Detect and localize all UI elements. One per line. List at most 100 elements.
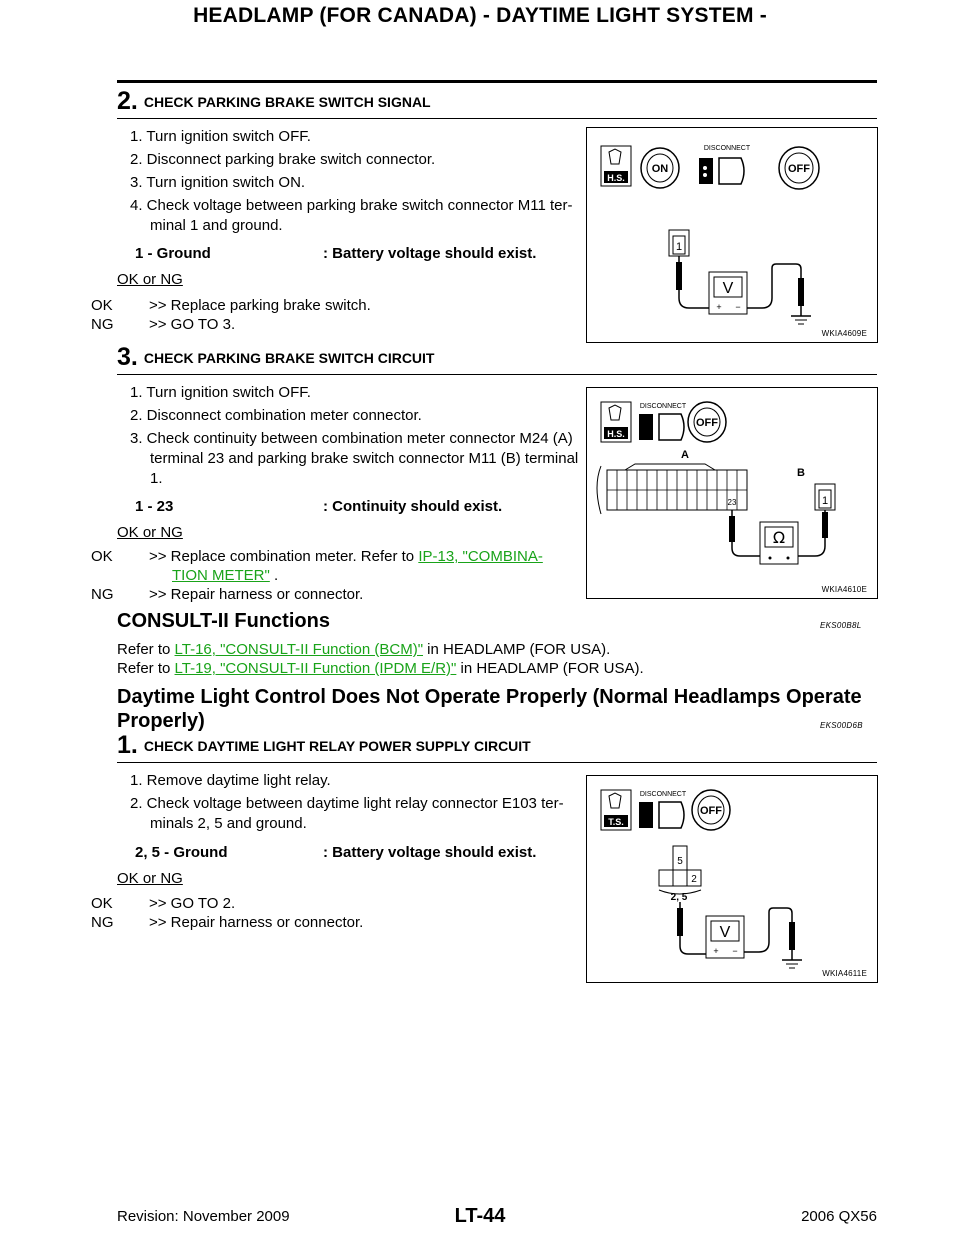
hs-badge-bar (604, 171, 628, 183)
step-2-item-4-line-1: 4. Check voltage between parking brake s… (130, 197, 573, 214)
hs-badge-text: H.S. (607, 173, 625, 183)
connector-b-label: B (797, 467, 805, 479)
step-3-title: CHECK PARKING BRAKE SWITCH CIRCUIT (143, 350, 435, 366)
daytime-ref-code: EKS00D6B (820, 721, 863, 730)
page-title: HEADLAMP (FOR CANADA) - DAYTIME LIGHT SY… (193, 4, 767, 27)
step-1-ng-result: NG>> Repair harness or connector. (91, 913, 363, 933)
footer-model: 2006 QX56 (801, 1208, 877, 1225)
connector-half-left-icon (639, 414, 653, 440)
svg-text:−: − (735, 302, 740, 312)
svg-text:−: − (732, 946, 737, 956)
figure-caption: WKIA4611E (822, 969, 867, 978)
ok-code: OK (91, 548, 113, 565)
consult-ref-line-2: Refer to LT-19, "CONSULT-II Function (IP… (117, 659, 644, 679)
ignition-off-label: OFF (696, 417, 718, 429)
consult-ref-line-1-pre: Refer to (117, 641, 175, 658)
step-3-number: 3. (117, 343, 138, 371)
voltmeter-label: V (723, 280, 734, 297)
step-2-spec-label: 1 - Ground (135, 245, 211, 262)
voltmeter-label: V (720, 924, 731, 941)
ok-text: >> Replace parking brake switch. (149, 297, 371, 314)
ng-text: >> GO TO 3. (149, 316, 236, 333)
daytime-heading-line-1: Daytime Light Control Does Not Operate P… (117, 686, 862, 708)
step-2-item-3: 3. Turn ignition switch ON. (130, 174, 306, 191)
daytime-heading-line-2: Properly) (117, 710, 205, 732)
svg-text:+: + (716, 302, 721, 312)
connector-a-label: A (681, 449, 689, 461)
terminal-2-5-label: 2, 5 (671, 892, 688, 903)
step-3-ng-result: NG>> Repair harness or connector. (91, 585, 363, 605)
probe-right-icon (798, 278, 804, 306)
step-3-item-3-line-2: terminal 23 and parking brake switch con… (150, 450, 579, 467)
ok-code: OK (91, 895, 113, 912)
figure-wkia4610e: H.S. DISCONNECT OFF A 23 B 1 (586, 387, 878, 599)
step-1-ok-or-ng: OK or NG (117, 870, 183, 887)
connector-half-left-icon (699, 158, 713, 184)
figure-wkia4611e-drawing: T.S. DISCONNECT OFF 5 2 2, 5 V + − (600, 789, 802, 969)
ok-code: OK (91, 297, 113, 314)
step-2-item-4-line-2: minal 1 and ground. (150, 217, 283, 234)
step-1-spec-value: : Battery voltage should exist. (323, 844, 537, 861)
step-3-item-3-line-1: 3. Check continuity between combination … (130, 430, 573, 447)
step-3-ok-result: OK >> Replace combination meter. Refer to… (91, 547, 543, 567)
consult-ref-line-2-post: in HEADLAMP (FOR USA). (456, 660, 644, 677)
link-ip-13-combination-meter-cont[interactable]: TION METER" (172, 567, 270, 584)
step-3-heading: 3. CHECK PARKING BRAKE SWITCH CIRCUIT (117, 343, 434, 372)
consult-ref-code: EKS00B8L (820, 621, 862, 630)
ignition-on-label: ON (652, 163, 669, 175)
figure-caption: WKIA4609E (821, 329, 867, 338)
link-ip-13-combination-meter[interactable]: IP-13, "COMBINA- (418, 548, 543, 565)
connector-half-left-icon (639, 802, 653, 828)
step-1-ok-result: OK >> GO TO 2. (91, 894, 235, 914)
step-1-spec-label: 2, 5 - Ground (135, 844, 228, 861)
probe-left-icon (676, 262, 682, 290)
link-lt-16-consult-bcm[interactable]: LT-16, "CONSULT-II Function (BCM)" (174, 641, 424, 658)
figure-wkia4611e: T.S. DISCONNECT OFF 5 2 2, 5 V + − WKIA4… (586, 775, 878, 983)
connector-half-right-icon (718, 157, 745, 185)
footer-page-number: LT-44 (454, 1205, 506, 1227)
terminal-1-label: 1 (676, 241, 682, 253)
ng-code: NG (91, 914, 114, 931)
step-1-item-2-line-1: 2. Check voltage between daytime light r… (130, 795, 564, 812)
relay-connector-body (658, 869, 702, 887)
step-2-ng-result: NG >> GO TO 3. (91, 315, 235, 335)
connector-half-right-icon (658, 413, 685, 441)
ignition-off-label: OFF (788, 163, 810, 175)
step-1-heading: 1. CHECK DAYTIME LIGHT RELAY POWER SUPPLY… (117, 731, 531, 760)
footer-revision: Revision: November 2009 (117, 1208, 290, 1225)
step-3-ok-result-line-2: TION METER" . (172, 566, 278, 586)
step-3-item-1: 1. Turn ignition switch OFF. (130, 384, 311, 401)
step-1-item-2-line-2: minals 2, 5 and ground. (150, 815, 307, 832)
step-1-number: 1. (117, 731, 138, 759)
consult-ref-line-2-pre: Refer to (117, 660, 175, 677)
step-1-item-1: 1. Remove daytime light relay. (130, 772, 331, 789)
ng-code: NG (91, 316, 114, 333)
ignition-off-label: OFF (700, 805, 722, 817)
ok-text: >> GO TO 2. (149, 895, 236, 912)
step-2-item-2: 2. Disconnect parking brake switch conne… (130, 151, 436, 168)
link-lt-19-consult-ipdm[interactable]: LT-19, "CONSULT-II Function (IPDM E/R)" (174, 660, 457, 677)
probe-left-icon (677, 908, 683, 936)
consult-heading: CONSULT-II Functions (117, 610, 330, 632)
header-rule (117, 80, 877, 83)
step-3-spec-label: 1 - 23 (135, 498, 174, 515)
step-2-rule (117, 118, 877, 119)
figure-wkia4609e: H.S. ON DISCONNECT OFF 1 V + − WKIA46 (586, 127, 878, 343)
step-3-item-3-line-3: 1. (150, 470, 163, 487)
step-3-ok-or-ng: OK or NG (117, 524, 183, 541)
probe-right-icon (789, 922, 795, 950)
step-2-ok-result: OK >> Replace parking brake switch. (91, 296, 371, 316)
terminal-23-label: 23 (728, 498, 737, 507)
step-1-rule (117, 762, 877, 763)
key-icon (608, 148, 622, 165)
ok-text: >> Replace combination meter. Refer to (149, 548, 419, 565)
terminal-1-label: 1 (822, 495, 828, 507)
step-2-heading: 2.CHECK PARKING BRAKE SWITCH SIGNAL (117, 87, 431, 116)
probe-right-icon (822, 512, 828, 538)
step-1-title: CHECK DAYTIME LIGHT RELAY POWER SUPPLY C… (143, 738, 531, 754)
disconnect-label: DISCONNECT (640, 791, 687, 798)
disconnect-label: DISCONNECT (640, 403, 687, 410)
step-2-spec-value: : Battery voltage should exist. (323, 245, 537, 262)
key-icon (608, 404, 622, 421)
ohmmeter-label: Ω (773, 528, 785, 547)
